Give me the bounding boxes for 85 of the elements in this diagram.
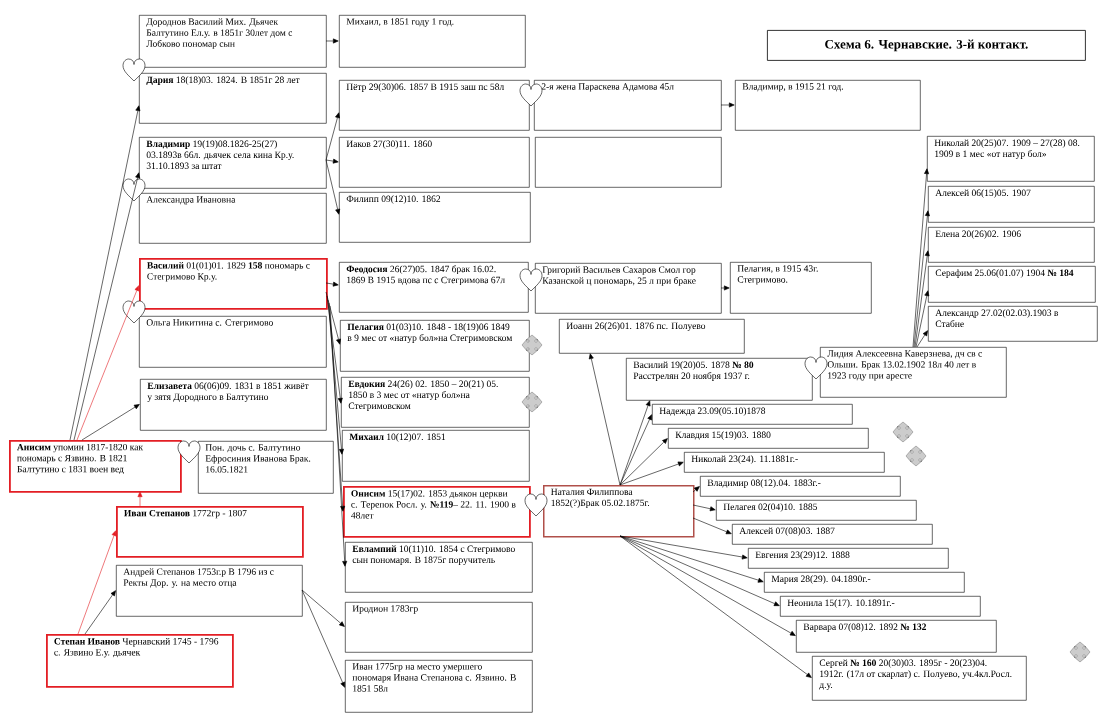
person-box: Елизавета 06(06)09. 1831 в 1851 живёт у зятя Дородного в Балтутино xyxy=(140,379,327,431)
person-box: Пётр 29(30)06. 1857 В 1915 заш пс 58л xyxy=(339,80,530,131)
arrow xyxy=(326,295,343,404)
arrow xyxy=(720,285,730,291)
title-box: Схема 6. Чернавские. 3-й контакт. xyxy=(767,30,1086,61)
person-box: Евдокия 24(26) 02. 1850 – 20(21) 05. 1850 в 3 мес от «натур бол»на Стегримовском xyxy=(341,377,530,428)
person-box: Алексей 07(08)03. 1887 xyxy=(732,524,933,545)
person-box: Иоанн 26(26)01. 1876 пс. Полуево xyxy=(559,319,745,354)
arrow xyxy=(76,285,140,441)
person-box: Филипп 09(12)10. 1862 xyxy=(339,192,531,243)
person-box: Евгения 23(29)12. 1888 xyxy=(748,548,949,569)
arrow xyxy=(325,291,341,345)
person-box: Наталия Филиппова 1852(?)Брак 05.02.1875г. xyxy=(543,485,695,538)
person-box: Николай 23(24). 11.1881г.- xyxy=(684,452,885,473)
person-box: Пон. дочь с. Балтутино Ефросиния Иванова Брак. 16.05.1821 xyxy=(198,441,334,494)
person-box: Владимир 08(12).04. 1883г.- xyxy=(700,476,901,497)
person-box: Владимир, в 1915 21 год. xyxy=(735,80,921,131)
person-box: Ольга Никитина с. Стегримово xyxy=(139,316,327,368)
arrow xyxy=(84,590,116,635)
person-box: Елена 20(26)02. 1906 xyxy=(928,227,1095,263)
arrow xyxy=(325,158,339,164)
person-box: Василий 19(20)05. 1878 № 80 Расстрелян 20 ноября 1937 г. xyxy=(626,358,813,401)
person-box: Пелагия, в 1915 43г. Стегримово. xyxy=(730,262,872,314)
person-box: Степан Иванов Чернавский 1745 - 1796 с. Язвино Е.у. дьячек xyxy=(46,634,234,688)
arrow xyxy=(327,299,344,455)
person-box: Пелагея 02(04)10. 1885 xyxy=(716,500,917,521)
arrow xyxy=(301,589,345,688)
arrow xyxy=(692,486,700,493)
arrow xyxy=(325,281,339,287)
person-box: Мария 28(29). 04.1890г.- xyxy=(764,572,965,593)
person-box: Евлампий 10(11)10. 1854 с Стегримово сын пономаря. В 1875г поручитель xyxy=(345,542,533,593)
person-box: Владимир 19(19)08.1826-25(27) 03.1893в 66л. дьячек села кина Кр.у. 31.10.1893 за штат xyxy=(139,137,327,189)
arrow xyxy=(328,302,346,512)
person-box: 2-я жена Параскева Адамова 45л xyxy=(534,80,722,131)
arrow xyxy=(692,504,716,512)
arrow xyxy=(137,491,143,507)
arrow xyxy=(619,414,652,486)
person-box: Михаил, в 1851 году 1 год. xyxy=(339,15,526,68)
arrow xyxy=(916,330,928,348)
person-box: Иван 1775гр на место умершего пономаря Ивана Степанова с. Язвино. В 1851 58л xyxy=(345,660,533,713)
arrow xyxy=(301,589,345,627)
person-box: Александр 27.02(02.03).1903 в Стабне xyxy=(928,306,1098,342)
person-box: Пелагия 01(03)10. 1848 - 18(19)06 1849 в 9 мес от «натур бол»на Стегримовском xyxy=(340,320,530,372)
arrow xyxy=(720,102,735,108)
arrow xyxy=(619,461,684,486)
person-box: Алексей 06(15)05. 1907 xyxy=(928,186,1095,223)
arrow xyxy=(77,530,117,635)
arrow xyxy=(915,290,930,348)
arrow xyxy=(588,353,621,486)
person-box: Феодосия 26(27)05. 1847 брак 16.02. 1869 В 1915 вдова пс с Стегримова 67л xyxy=(339,262,529,313)
arrow xyxy=(325,112,340,161)
person-box: Варвара 07(08)12. 1892 № 132 xyxy=(796,620,997,653)
person-box: Анисим упомин 1817-1820 как пономарь с Язвино. В 1821 Балтутино с 1831 воен вед xyxy=(9,440,182,493)
arrow xyxy=(912,168,929,348)
person-box: Серафим 25.06(01.07) 1904 № 184 xyxy=(928,266,1096,303)
person-box: Иван Степанов 1772гр - 1807 xyxy=(116,506,304,558)
empty-box xyxy=(535,137,722,188)
person-box: Надежда 23.09(05.10)1878 xyxy=(652,404,853,425)
person-box: Иаков 27(30)11. 1860 xyxy=(339,137,530,188)
person-box: Михаил 10(12)07. 1851 xyxy=(342,430,530,482)
arrow xyxy=(329,305,348,567)
person-box: Андрей Степанов 1753г.р В 1796 из с Ректы Дор. у. на место отца xyxy=(116,565,303,617)
arrow xyxy=(325,159,341,215)
arrow xyxy=(619,535,780,606)
arrow xyxy=(913,210,930,348)
person-box: Василий 01(01)01. 1829 158 пономарь с Стегримово Кр.у. xyxy=(139,258,328,310)
person-box: Дороднов Василий Мих. Дьячек Балтутино Ел.у. в 1851г 30лет дом с Лобково пономар сын xyxy=(139,15,327,68)
person-box: Григорий Васильев Сахаров Смол гор Казанской ц пономарь, 25 л при браке xyxy=(535,263,722,314)
person-box: Клавдия 15(19)03. 1880 xyxy=(668,428,869,449)
arrow xyxy=(619,535,812,678)
person-box: Александра Ивановна xyxy=(139,193,327,244)
person-box: Иродион 1783гр xyxy=(345,602,533,653)
arrow xyxy=(81,404,140,441)
person-box: Онисим 15(17)02. 1853 дьякон церкви с. Терепок Росл. у. №119– 22. 11. 1900 в 48лет xyxy=(343,486,531,538)
arrow xyxy=(325,38,339,44)
person-box: Лидия Алексеевна Каверзнева, дч св с Ольши. Брак 13.02.1902 18л 40 лет в 1923 году при аресте xyxy=(820,347,1007,398)
person-box: Сергей № 160 20(30)03. 1895г - 20(23)04. 1912г. (17л от скарлат) с. Полуево, уч.4кл.Росл. д.у. xyxy=(812,656,1027,701)
arrow xyxy=(69,105,141,441)
arrow xyxy=(619,438,668,486)
person-box: Неонила 15(17). 10.1891г.- xyxy=(780,596,981,617)
arrow xyxy=(914,250,930,348)
person-box: Дария 18(18)03. 1824. В 1851г 28 лет xyxy=(139,73,327,124)
arrow xyxy=(73,172,141,441)
person-box: Николай 20(25)07. 1909 – 27(28) 08. 1909 в 1 мес «от натур бол» xyxy=(927,136,1095,182)
arrow xyxy=(692,517,732,535)
